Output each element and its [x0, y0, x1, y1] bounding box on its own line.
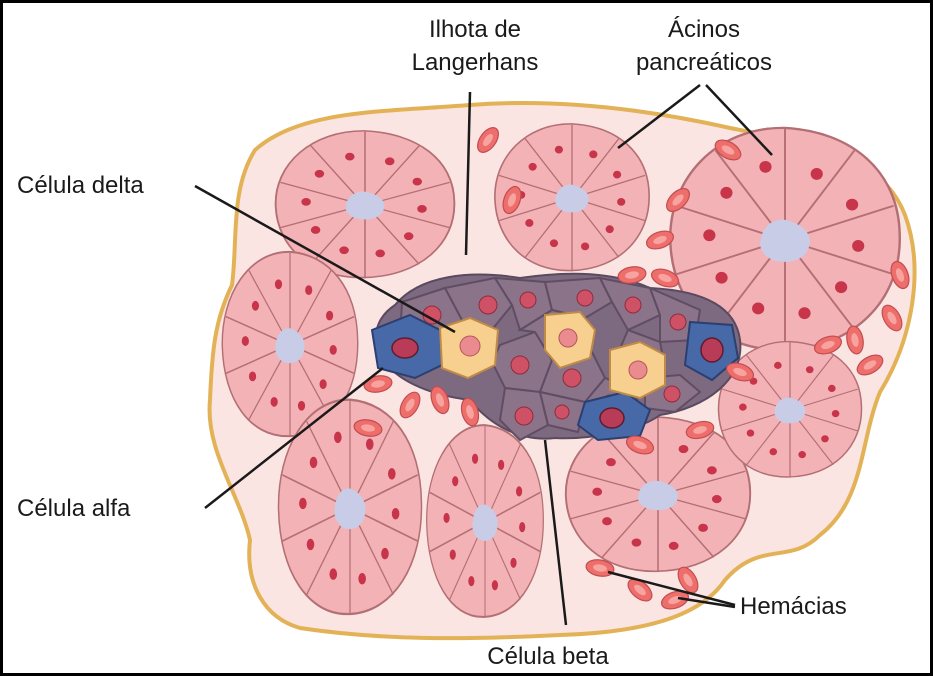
label-hemacias: Hemácias	[740, 593, 847, 620]
label-celula-alfa: Célula alfa	[17, 495, 131, 522]
label-acinos-line1: Ácinos	[668, 16, 740, 43]
label-ilhota-line1: Ilhota de	[429, 16, 521, 43]
label-acinos-line2: pancreáticos	[636, 49, 772, 76]
label-celula-beta: Célula beta	[487, 643, 609, 670]
label-ilhota-line2: Langerhans	[412, 49, 539, 76]
label-celula-delta: Célula delta	[17, 172, 144, 199]
